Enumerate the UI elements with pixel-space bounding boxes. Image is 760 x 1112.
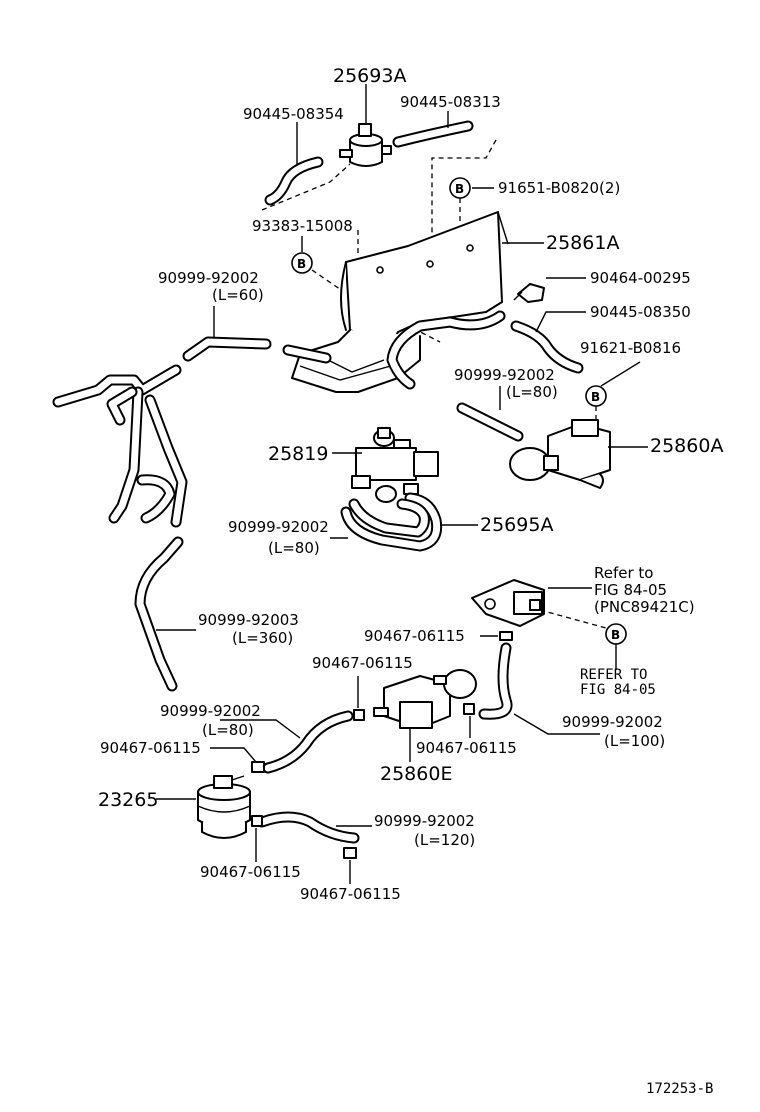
hose-90445-08350	[510, 320, 584, 374]
label-90999-92002-c-length: (L=80)	[268, 539, 320, 557]
label-90999-92002-a-length: (L=60)	[212, 286, 264, 304]
label-90445-08354: 90445-08354	[243, 105, 344, 123]
label-90467-06115-d: 90467-06115	[100, 739, 201, 757]
hose-90999-92002-L80-b	[456, 402, 524, 442]
label-91651-B0820: 91651-B0820(2)	[498, 179, 620, 197]
label-90467-06115-f: 90467-06115	[300, 885, 401, 903]
clip-90467-06115-d	[251, 761, 265, 773]
hose-90999-92002-L120	[256, 811, 360, 844]
label-90999-92002-f: 90999-92002	[374, 812, 475, 830]
bracket-hose	[386, 310, 506, 390]
label-90999-92002-d-length: (L=80)	[202, 721, 254, 739]
bracket-25861A	[291, 211, 509, 393]
clip-90467-06115-e	[251, 815, 263, 827]
label-90999-92002-b-length: (L=80)	[506, 383, 558, 401]
label-90999-92002-e-length: (L=100)	[604, 732, 665, 750]
bolt-marker-b-2	[291, 252, 313, 274]
hose-90445-08354	[264, 156, 324, 206]
label-90999-92002-f-length: (L=120)	[414, 831, 475, 849]
hose-90999-92002-L80-d	[262, 710, 354, 774]
bolt-marker-label: B	[297, 257, 306, 271]
label-90999-92002-e: 90999-92002	[562, 713, 663, 731]
hose-90999-92002-L60	[182, 336, 332, 364]
pressure-sensor	[471, 579, 545, 627]
clip-90467-06115-c	[463, 703, 475, 715]
label-90445-08350: 90445-08350	[590, 303, 691, 321]
label-90999-92002-a: 90999-92002	[158, 269, 259, 287]
hose-90445-08313	[392, 120, 474, 148]
figure-number: 172253-B	[646, 1081, 713, 1097]
bolt-marker-label: B	[591, 390, 600, 404]
label-25693A: 25693A	[333, 65, 406, 87]
label-90467-06115-e: 90467-06115	[200, 863, 301, 881]
label-25860E: 25860E	[380, 763, 452, 785]
label-25860A: 25860A	[650, 435, 723, 457]
clip-90467-06115-b	[353, 709, 365, 721]
label-90999-92002-d: 90999-92002	[160, 702, 261, 720]
label-25861A: 25861A	[546, 232, 619, 254]
filter-23265	[197, 775, 251, 839]
refer-fig-caps-line1: REFER TO	[580, 667, 647, 683]
vsv-25693A	[339, 123, 392, 167]
label-91621-B0816: 91621-B0816	[580, 339, 681, 357]
label-90464-00295: 90464-00295	[590, 269, 691, 287]
label-90445-08313: 90445-08313	[400, 93, 501, 111]
refer-fig-caps-line2: FIG 84-05	[580, 682, 656, 698]
hose-90999-92003-L360	[134, 536, 184, 692]
clip-90467-06115-a	[499, 631, 513, 641]
label-23265: 23265	[98, 789, 158, 811]
label-90467-06115-a: 90467-06115	[364, 627, 465, 645]
label-25819: 25819	[268, 443, 328, 465]
clip-90464-00295	[513, 283, 545, 303]
label-93383-15008: 93383-15008	[252, 217, 353, 235]
bolt-marker-label: B	[455, 182, 464, 196]
hose-network-left	[52, 364, 188, 528]
valve-25819	[351, 427, 439, 503]
bolt-marker-label: B	[611, 628, 620, 642]
label-90999-92002-b: 90999-92002	[454, 366, 555, 384]
refer-fig-line2: FIG 84-05	[594, 581, 667, 599]
label-90999-92002-c: 90999-92002	[228, 518, 329, 536]
clip-90467-06115-f	[343, 847, 357, 859]
vsv-25860A	[509, 419, 611, 489]
label-90467-06115-b: 90467-06115	[312, 654, 413, 672]
refer-fig-line3: (PNC89421C)	[594, 598, 695, 616]
label-90467-06115-c: 90467-06115	[416, 739, 517, 757]
vsv-25860E	[373, 669, 477, 729]
hose-25695A	[340, 492, 443, 552]
label-25695A: 25695A	[480, 514, 553, 536]
label-90999-92003: 90999-92003	[198, 611, 299, 629]
hose-90999-92002-L100	[478, 642, 513, 720]
label-90999-92003-length: (L=360)	[232, 629, 293, 647]
refer-fig-line1: Refer to	[594, 564, 653, 582]
